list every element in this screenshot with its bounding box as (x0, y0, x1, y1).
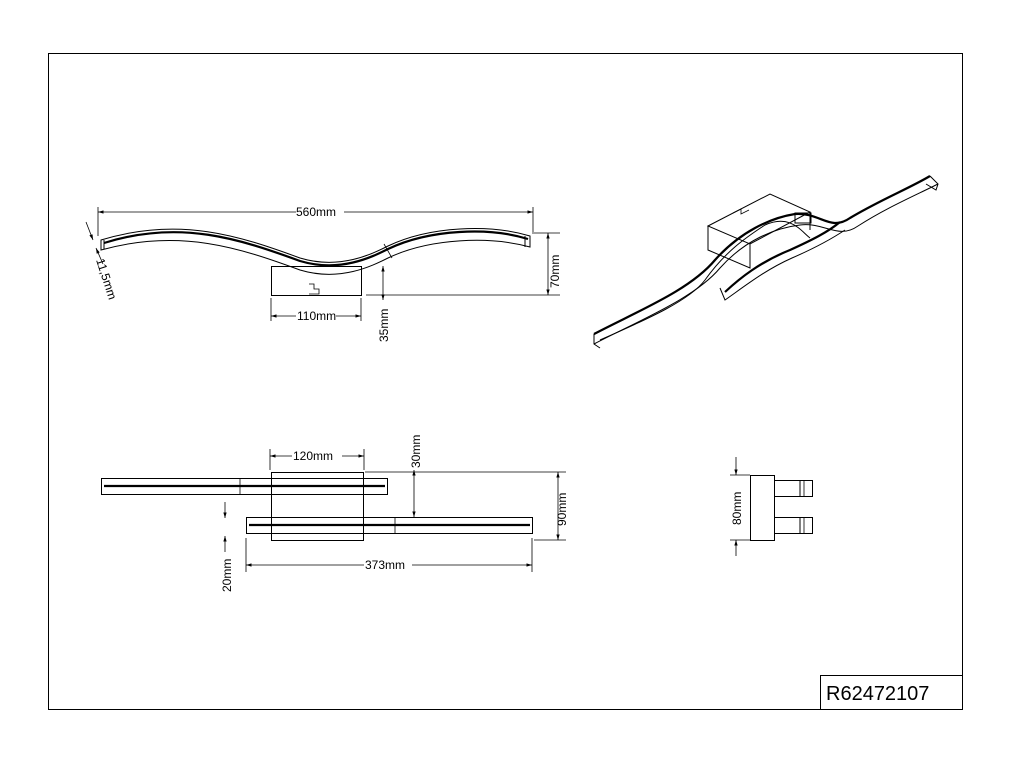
top-bar-lower (246, 517, 533, 534)
connector-symbol (309, 283, 320, 295)
perspective-bar-front (599, 220, 811, 341)
sheet-border (48, 53, 963, 710)
dim-end-width: 80mm (730, 492, 744, 525)
dim-top-offset-bottom: 20mm (220, 559, 234, 592)
top-base (271, 472, 364, 541)
dim-side-height: 70mm (548, 255, 562, 288)
dim-side-thickness: 11,5mm (93, 257, 119, 302)
wave-bar-outline (100, 228, 531, 275)
end-base (750, 475, 775, 541)
dim-top-offset-top: 30mm (409, 435, 423, 468)
perspective-view (593, 175, 939, 349)
top-bar-upper (101, 478, 388, 495)
drawing-code: R62472107 (826, 683, 929, 705)
wave-bar-light (103, 230, 529, 267)
dim-side-base-width: 110mm (297, 309, 336, 323)
perspective-bar-rear (593, 175, 931, 335)
side-view: 560mm 11,5mm 70mm 110mm 35mm (85, 205, 562, 342)
dim-top-base-width: 120mm (293, 449, 333, 463)
dim-top-bar-length: 373mm (365, 558, 405, 572)
side-base (271, 266, 362, 296)
dim-side-base-height: 35mm (377, 309, 391, 342)
dim-side-length: 560mm (296, 205, 336, 219)
title-block: R62472107 (820, 675, 963, 710)
end-view: 80mm (730, 457, 813, 556)
dim-top-depth: 90mm (555, 493, 569, 526)
top-view: 120mm 30mm 90mm 20mm 373mm (101, 435, 569, 592)
